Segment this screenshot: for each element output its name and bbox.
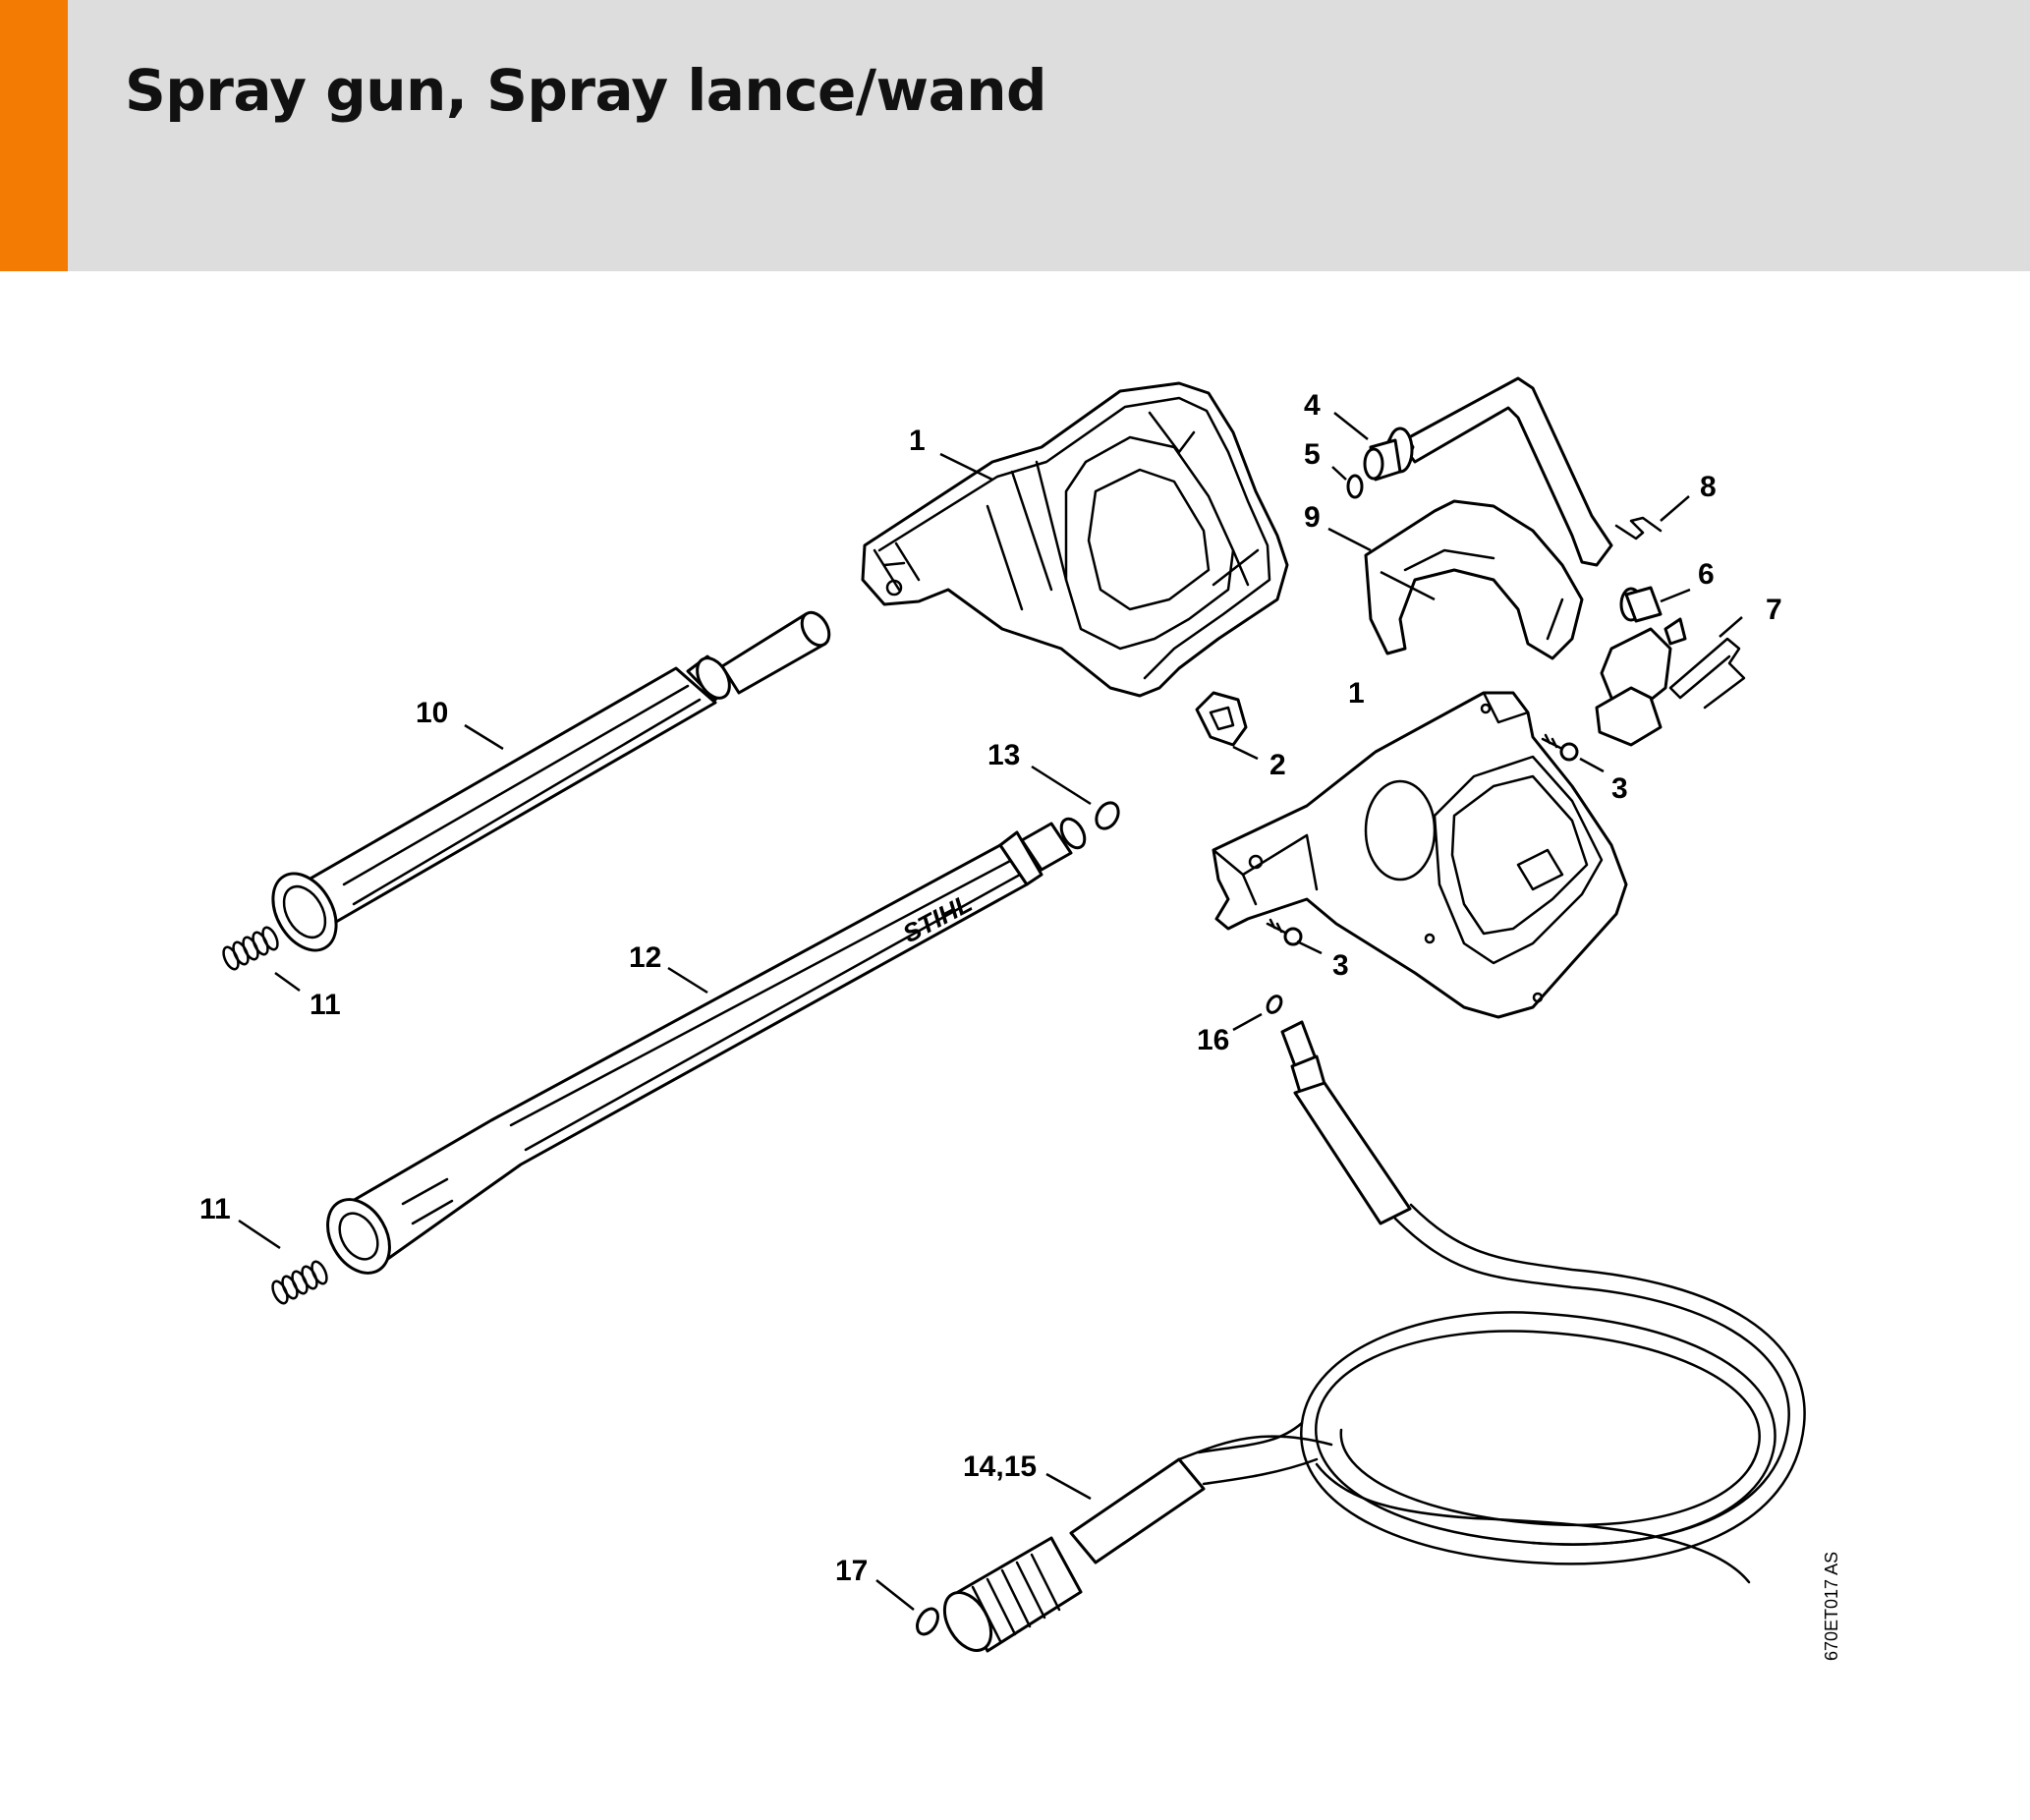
screw-lower	[1266, 918, 1303, 946]
spray-lance: STIHL	[326, 817, 1087, 1275]
header-bar: Spray gun, Spray lance/wand	[0, 0, 2030, 271]
callout-1-lower: 1	[1348, 677, 1365, 710]
callout-11-upper: 11	[310, 989, 341, 1021]
callout-10: 10	[416, 697, 448, 729]
high-pressure-hose	[942, 1020, 1806, 1653]
gun-handle-half-upper	[861, 381, 1289, 698]
callout-4: 4	[1304, 389, 1321, 422]
callout-12: 12	[629, 941, 661, 974]
callout-labels: 1 1 2 3 3 4 5 6 7 8 9 10 11 11 12 13 14,…	[199, 389, 1782, 1587]
o-ring-5	[1346, 474, 1364, 499]
o-ring-17	[916, 1607, 939, 1636]
callout-2: 2	[1269, 749, 1286, 781]
trigger-lever	[1363, 376, 1613, 567]
callout-11-lower: 11	[199, 1193, 231, 1225]
o-ring-13	[1095, 801, 1120, 830]
callout-3-upper: 3	[1611, 772, 1628, 805]
callout-13: 13	[987, 739, 1020, 771]
o-ring-16	[1266, 995, 1283, 1014]
callout-6: 6	[1698, 558, 1715, 591]
accent-stripe	[0, 0, 68, 271]
trigger-clip	[1195, 691, 1248, 747]
valve-fitting	[1595, 586, 1687, 747]
callout-9: 9	[1304, 501, 1321, 534]
gun-handle-half-lower	[1212, 691, 1628, 1019]
callout-8: 8	[1700, 471, 1717, 503]
trigger-cover	[1364, 499, 1584, 660]
page-title: Spray gun, Spray lance/wand	[125, 57, 1047, 124]
callout-14-15: 14,15	[963, 1450, 1037, 1483]
screw-upper	[1541, 733, 1579, 762]
u-clip	[1614, 516, 1663, 540]
callout-5: 5	[1304, 438, 1321, 471]
document-code: 670ET017 AS	[1822, 1552, 1841, 1661]
spring-lower	[271, 1260, 328, 1305]
spring-upper	[222, 926, 279, 971]
grip-tube	[271, 610, 831, 952]
callout-16: 16	[1197, 1024, 1229, 1056]
callout-3-lower: 3	[1332, 949, 1349, 982]
leader-lines	[238, 412, 1743, 1611]
bracket-clip	[1668, 637, 1746, 710]
callout-7: 7	[1766, 594, 1782, 626]
callout-17: 17	[835, 1555, 868, 1587]
callout-1-upper: 1	[909, 425, 926, 457]
